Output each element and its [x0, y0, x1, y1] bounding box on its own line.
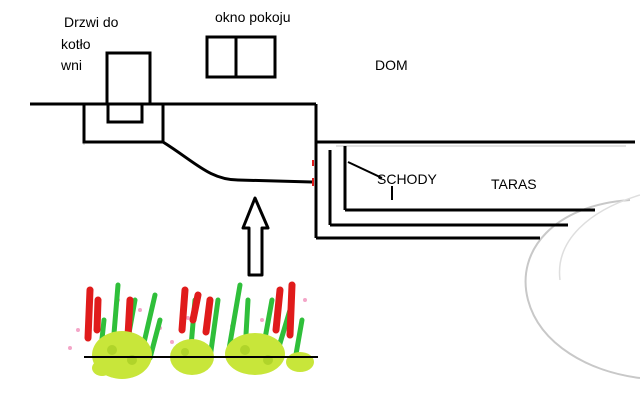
boiler-room-door [105, 51, 152, 106]
window-label: okno pokoju [215, 9, 291, 25]
up-arrow-icon [241, 196, 270, 277]
terrace-arc-outer [558, 194, 640, 281]
door-well [106, 104, 144, 124]
terrace-arc [524, 199, 640, 379]
terrace-label: TARAS [491, 176, 537, 192]
house-label: DOM [375, 57, 408, 73]
stairs-label: SCHODY [377, 171, 437, 187]
entrance-box [82, 104, 165, 144]
stairs-pointer [347, 161, 383, 179]
flower-bed-icon [68, 281, 318, 379]
ramp-curve [162, 140, 313, 184]
door-label-line-1: Drzwi do [64, 14, 119, 30]
door-label-line-3: wni [61, 57, 83, 73]
door-label-line-2: kotło [61, 36, 91, 52]
room-window [205, 35, 277, 79]
